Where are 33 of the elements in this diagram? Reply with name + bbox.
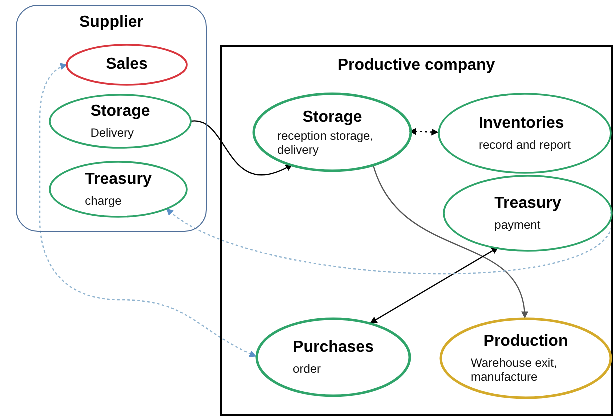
arrow <box>166 208 612 274</box>
node-title: Treasury <box>85 171 152 189</box>
node-detail: payment <box>494 218 542 232</box>
node-title: Inventories <box>478 115 566 133</box>
process-ellipse <box>441 319 611 398</box>
process-ellipse <box>254 94 411 171</box>
group-box <box>220 45 613 416</box>
node-detail: charge <box>85 194 123 208</box>
process-ellipse <box>67 45 187 85</box>
process-ellipse <box>444 176 612 251</box>
node-detail: Delivery <box>90 126 136 140</box>
process-ellipse <box>257 319 410 396</box>
process-ellipse <box>439 94 611 173</box>
arrow <box>39 64 257 358</box>
node-title: Production <box>482 333 570 351</box>
process-ellipse <box>50 95 191 148</box>
node-detail: order <box>293 362 322 376</box>
node-title: Sales <box>106 56 148 74</box>
node-title: Storage <box>302 108 364 126</box>
node-title: Purchases <box>293 339 374 357</box>
node-title: Treasury <box>494 195 562 213</box>
arrow <box>372 164 528 319</box>
node-detail: record and report <box>478 138 572 152</box>
node-detail: Warehouse exit, manufacture <box>471 356 558 384</box>
arrow <box>409 128 439 136</box>
process-ellipse <box>50 162 187 217</box>
group-title: Supplier <box>78 14 144 32</box>
group-box <box>16 5 207 232</box>
node-title: Storage <box>90 103 150 121</box>
group-title: Productive company <box>336 57 496 75</box>
arrow <box>370 247 499 324</box>
node-detail: reception storage, delivery <box>278 128 375 156</box>
arrow <box>190 120 293 176</box>
